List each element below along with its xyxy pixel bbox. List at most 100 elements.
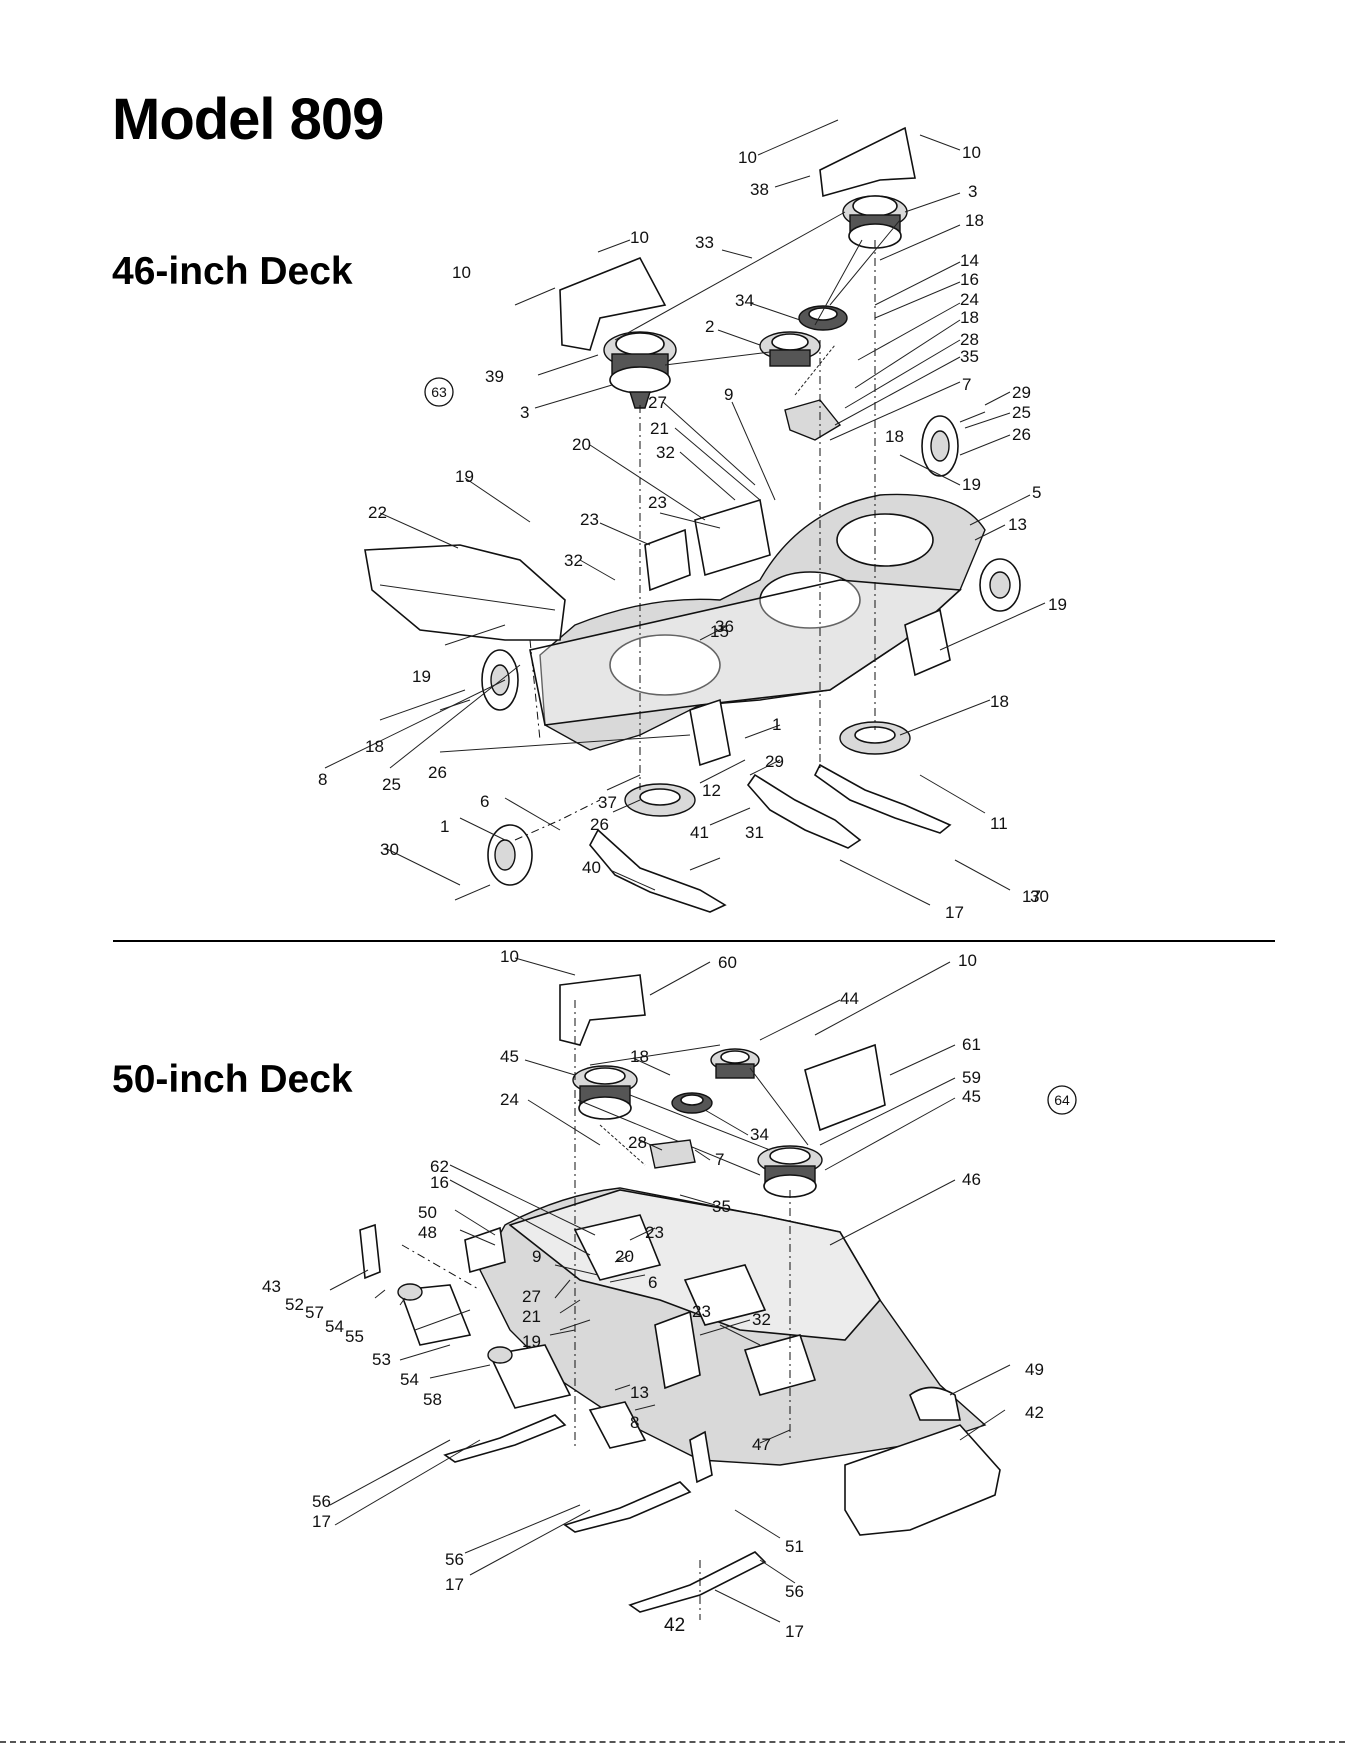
roller-bracket-48 bbox=[464, 1226, 506, 1274]
part-callout: 58 bbox=[423, 1390, 442, 1409]
part-callout: 29 bbox=[1012, 383, 1031, 402]
gauge-wheel-25-left bbox=[481, 649, 519, 711]
part-callout: 20 bbox=[615, 1247, 634, 1266]
part-callout: 17 bbox=[945, 903, 964, 922]
part-callout: 18 bbox=[630, 1047, 649, 1066]
spindle-housing-1-right bbox=[839, 721, 911, 755]
roller-bracket-43 bbox=[359, 1223, 381, 1280]
part-callout: 23 bbox=[692, 1302, 711, 1321]
part-callout: 8 bbox=[318, 770, 327, 789]
ref-circle-64 bbox=[1047, 1085, 1077, 1115]
idler-bracket-7 bbox=[784, 399, 842, 441]
deck-46-drawing: 63 bbox=[318, 119, 1067, 922]
spring-24-28 bbox=[599, 1124, 646, 1166]
deck-50-housing-23 bbox=[573, 1214, 662, 1281]
part-callout: 13 bbox=[630, 1383, 649, 1402]
part-callout: 57 bbox=[305, 1303, 324, 1322]
part-callout: 1 bbox=[772, 715, 781, 734]
part-callout: 25 bbox=[382, 775, 401, 794]
part-callout: 52 bbox=[285, 1295, 304, 1314]
idler-pulley-34 bbox=[798, 305, 848, 331]
blade-31-center bbox=[746, 773, 862, 849]
part-callout: 34 bbox=[750, 1125, 769, 1144]
part-callout: 19 bbox=[412, 667, 431, 686]
deck-46-front-skirt bbox=[529, 579, 962, 726]
idler-arm-28 bbox=[649, 1139, 696, 1169]
belt-cover-61 bbox=[804, 1043, 886, 1132]
part-callout: 44 bbox=[840, 989, 859, 1008]
part-callout: 26 bbox=[590, 815, 609, 834]
part-callout: 33 bbox=[695, 233, 714, 252]
deck-50-leader-lines bbox=[329, 957, 1011, 1623]
part-callout: 41 bbox=[690, 823, 709, 842]
bolt-29-right bbox=[959, 411, 986, 423]
scan-edge-line bbox=[0, 1741, 1345, 1743]
spindle-housing-1-left bbox=[624, 783, 696, 817]
part-callout: 5 bbox=[1032, 483, 1041, 502]
part-callout: 10 bbox=[630, 228, 649, 247]
deck-50-housing-c bbox=[743, 1334, 817, 1396]
part-callout: 17 bbox=[312, 1512, 331, 1531]
part-callout: 10 bbox=[500, 947, 519, 966]
part-callout: 61 bbox=[962, 1035, 981, 1054]
gauge-wheel-25-right bbox=[921, 415, 959, 477]
part-callout: 22 bbox=[368, 503, 387, 522]
part-callout: 60 bbox=[718, 953, 737, 972]
pulley-45-left bbox=[572, 1065, 638, 1120]
part-callout: 23 bbox=[648, 493, 667, 512]
part-callout: 6 bbox=[480, 792, 489, 811]
belt-cover-39 bbox=[559, 256, 667, 351]
deck-50-heading: 50-inch Deck bbox=[112, 1058, 353, 1101]
pulley-44 bbox=[710, 1048, 760, 1079]
part-callout: 24 bbox=[500, 1090, 519, 1109]
discharge-chute-46-rib bbox=[379, 584, 556, 611]
part-callout: 25 bbox=[1012, 403, 1031, 422]
part-callout: 17 bbox=[445, 1575, 464, 1594]
part-callout: 20 bbox=[572, 435, 591, 454]
part-callout: 32 bbox=[564, 551, 583, 570]
part-callout: 55 bbox=[345, 1327, 364, 1346]
deck-46-spindle-well-left bbox=[609, 634, 721, 696]
part-callout: 34 bbox=[735, 291, 754, 310]
part-callout: 9 bbox=[532, 1247, 541, 1266]
belt-33 bbox=[614, 211, 901, 366]
part-callout: 35 bbox=[712, 1197, 731, 1216]
belt-cover-38 bbox=[819, 126, 916, 198]
pulley-3-top bbox=[842, 195, 908, 249]
part-callout: 19 bbox=[1048, 595, 1067, 614]
pulley-45-right bbox=[757, 1145, 823, 1198]
roller-58 bbox=[487, 1344, 572, 1409]
roller-axle bbox=[588, 1401, 647, 1449]
deck-46-spindle-well-right bbox=[836, 513, 934, 567]
part-callout: 23 bbox=[645, 1223, 664, 1242]
part-callout: 18 bbox=[965, 211, 984, 230]
deck-50-drawing: 64 bbox=[262, 947, 1077, 1641]
part-callout: 3 bbox=[968, 182, 977, 201]
part-callout: 42 bbox=[1025, 1403, 1044, 1422]
part-callout: 23 bbox=[580, 510, 599, 529]
part-callout: 45 bbox=[962, 1087, 981, 1106]
part-callout: 59 bbox=[962, 1068, 981, 1087]
part-callout: 56 bbox=[312, 1492, 331, 1511]
part-callout: 35 bbox=[960, 347, 979, 366]
part-callout: 26 bbox=[1012, 425, 1031, 444]
part-callout: 56 bbox=[785, 1582, 804, 1601]
part-callout: 53 bbox=[372, 1350, 391, 1369]
part-callout: 2 bbox=[705, 317, 714, 336]
part-callout: 12 bbox=[702, 781, 721, 800]
part-callout: 18 bbox=[885, 427, 904, 446]
part-callout: 1 bbox=[440, 817, 449, 836]
part-callout: 32 bbox=[752, 1310, 771, 1329]
ref-number-63: 63 bbox=[431, 384, 447, 400]
part-callout: 48 bbox=[418, 1223, 437, 1242]
blade-56-right bbox=[628, 1551, 767, 1613]
belt-59 bbox=[577, 1044, 809, 1176]
part-callout: 30 bbox=[380, 840, 399, 859]
part-callout: 8 bbox=[630, 1413, 639, 1432]
part-callout: 62 bbox=[430, 1157, 449, 1176]
roller-53 bbox=[397, 1283, 472, 1346]
ref-number-64: 64 bbox=[1054, 1092, 1070, 1108]
gauge-wheel-41 bbox=[487, 824, 533, 886]
